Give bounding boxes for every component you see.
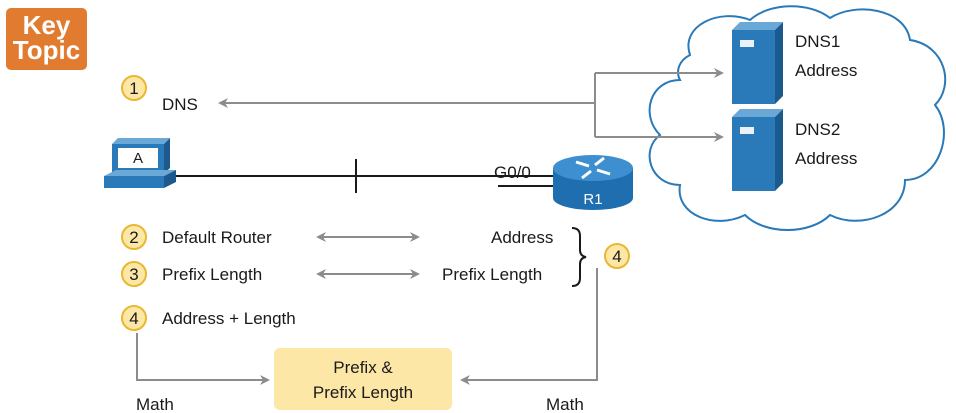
step4-number: 4	[129, 309, 138, 328]
step4-right-badge	[604, 243, 630, 269]
step2-label: Default Router	[162, 228, 272, 247]
right-prefix-length-label: Prefix Length	[442, 265, 542, 284]
dns2-server-icon	[732, 109, 783, 191]
step2-number: 2	[129, 228, 138, 247]
dns1-server-icon	[732, 22, 783, 104]
dns1-label-line1: DNS1	[795, 32, 840, 51]
router-interface-label: G0/0	[494, 163, 531, 182]
step3-number: 3	[129, 265, 138, 284]
dns1-label-line2: Address	[795, 61, 857, 80]
cloud-shape	[648, 5, 947, 231]
step3-badge	[121, 261, 147, 287]
pc-a-icon	[104, 138, 176, 188]
step1-label: DNS	[162, 95, 198, 114]
result-box-line2: Prefix Length	[313, 383, 413, 402]
key-topic-line1: Key	[22, 10, 71, 40]
math-arrows	[136, 268, 598, 385]
step4-right-number: 4	[612, 247, 621, 266]
step2-badge	[121, 224, 147, 250]
router-r1-icon	[553, 155, 633, 210]
step4-badge	[121, 305, 147, 331]
dns2-label-line1: DNS2	[795, 120, 840, 139]
key-topic-line2: Topic	[12, 35, 81, 65]
dns2-label-line2: Address	[795, 149, 857, 168]
pc-a-label: A	[133, 150, 143, 167]
step4-label: Address + Length	[162, 309, 296, 328]
step1-badge	[121, 75, 147, 101]
step3-label: Prefix Length	[162, 265, 262, 284]
result-box-line1: Prefix &	[333, 358, 393, 377]
right-address-label: Address	[491, 228, 553, 247]
right-brace	[571, 227, 587, 287]
lan-link	[176, 159, 553, 193]
dns-arrows	[218, 68, 724, 142]
key-topic-badge: Key Topic	[6, 8, 87, 70]
step1-number: 1	[129, 79, 138, 98]
result-box	[274, 348, 452, 410]
math-right-label: Math	[546, 395, 584, 413]
math-left-label: Math	[136, 395, 174, 413]
router-r1-label: R1	[583, 191, 602, 208]
